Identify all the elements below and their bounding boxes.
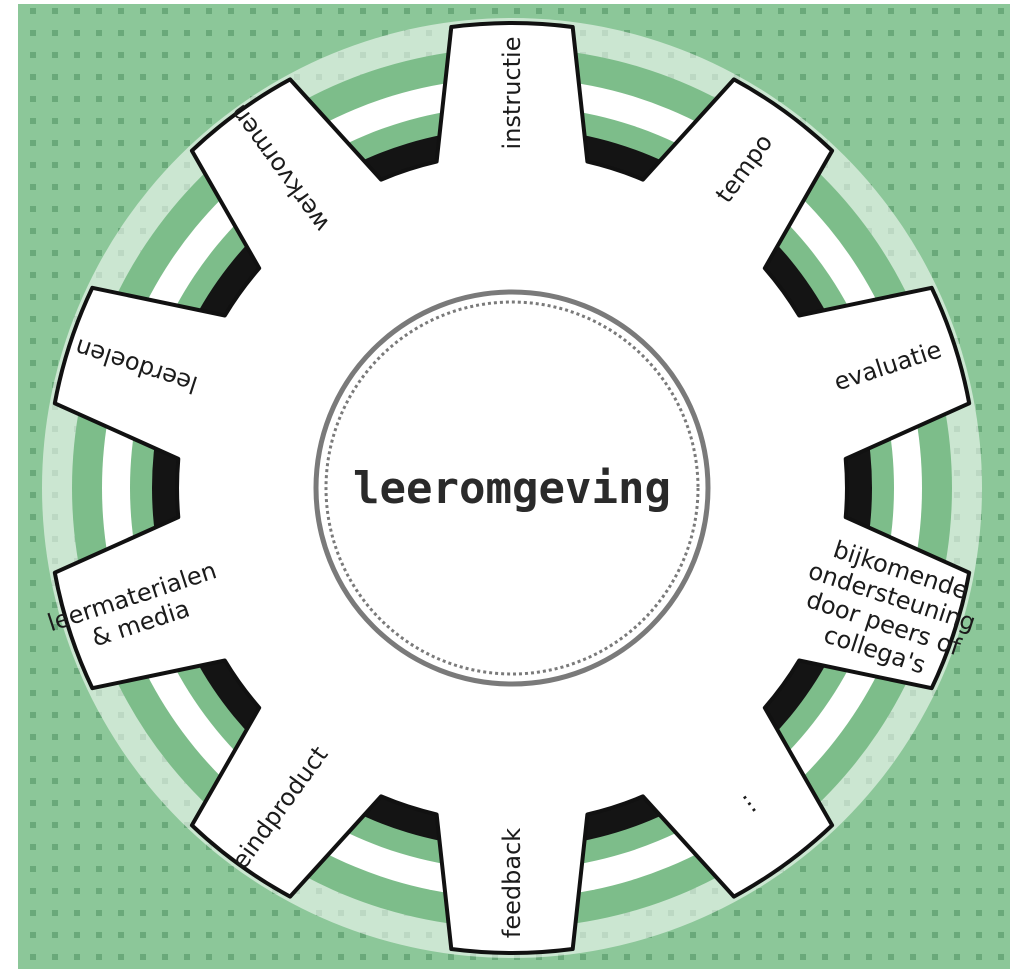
gear-group: leeromgeving instructietempoevaluatiebij… — [42, 18, 982, 958]
center-ring-inner — [324, 300, 700, 676]
tooth-label-instructie: instructie — [498, 37, 526, 150]
center-ring-outer — [313, 289, 711, 687]
tooth-label-line: feedback — [498, 828, 526, 938]
tooth-label-feedback: feedback — [498, 828, 526, 938]
tooth-label-line: instructie — [498, 37, 526, 150]
center-disc — [312, 288, 712, 688]
center-label: leeromgeving — [353, 463, 671, 514]
